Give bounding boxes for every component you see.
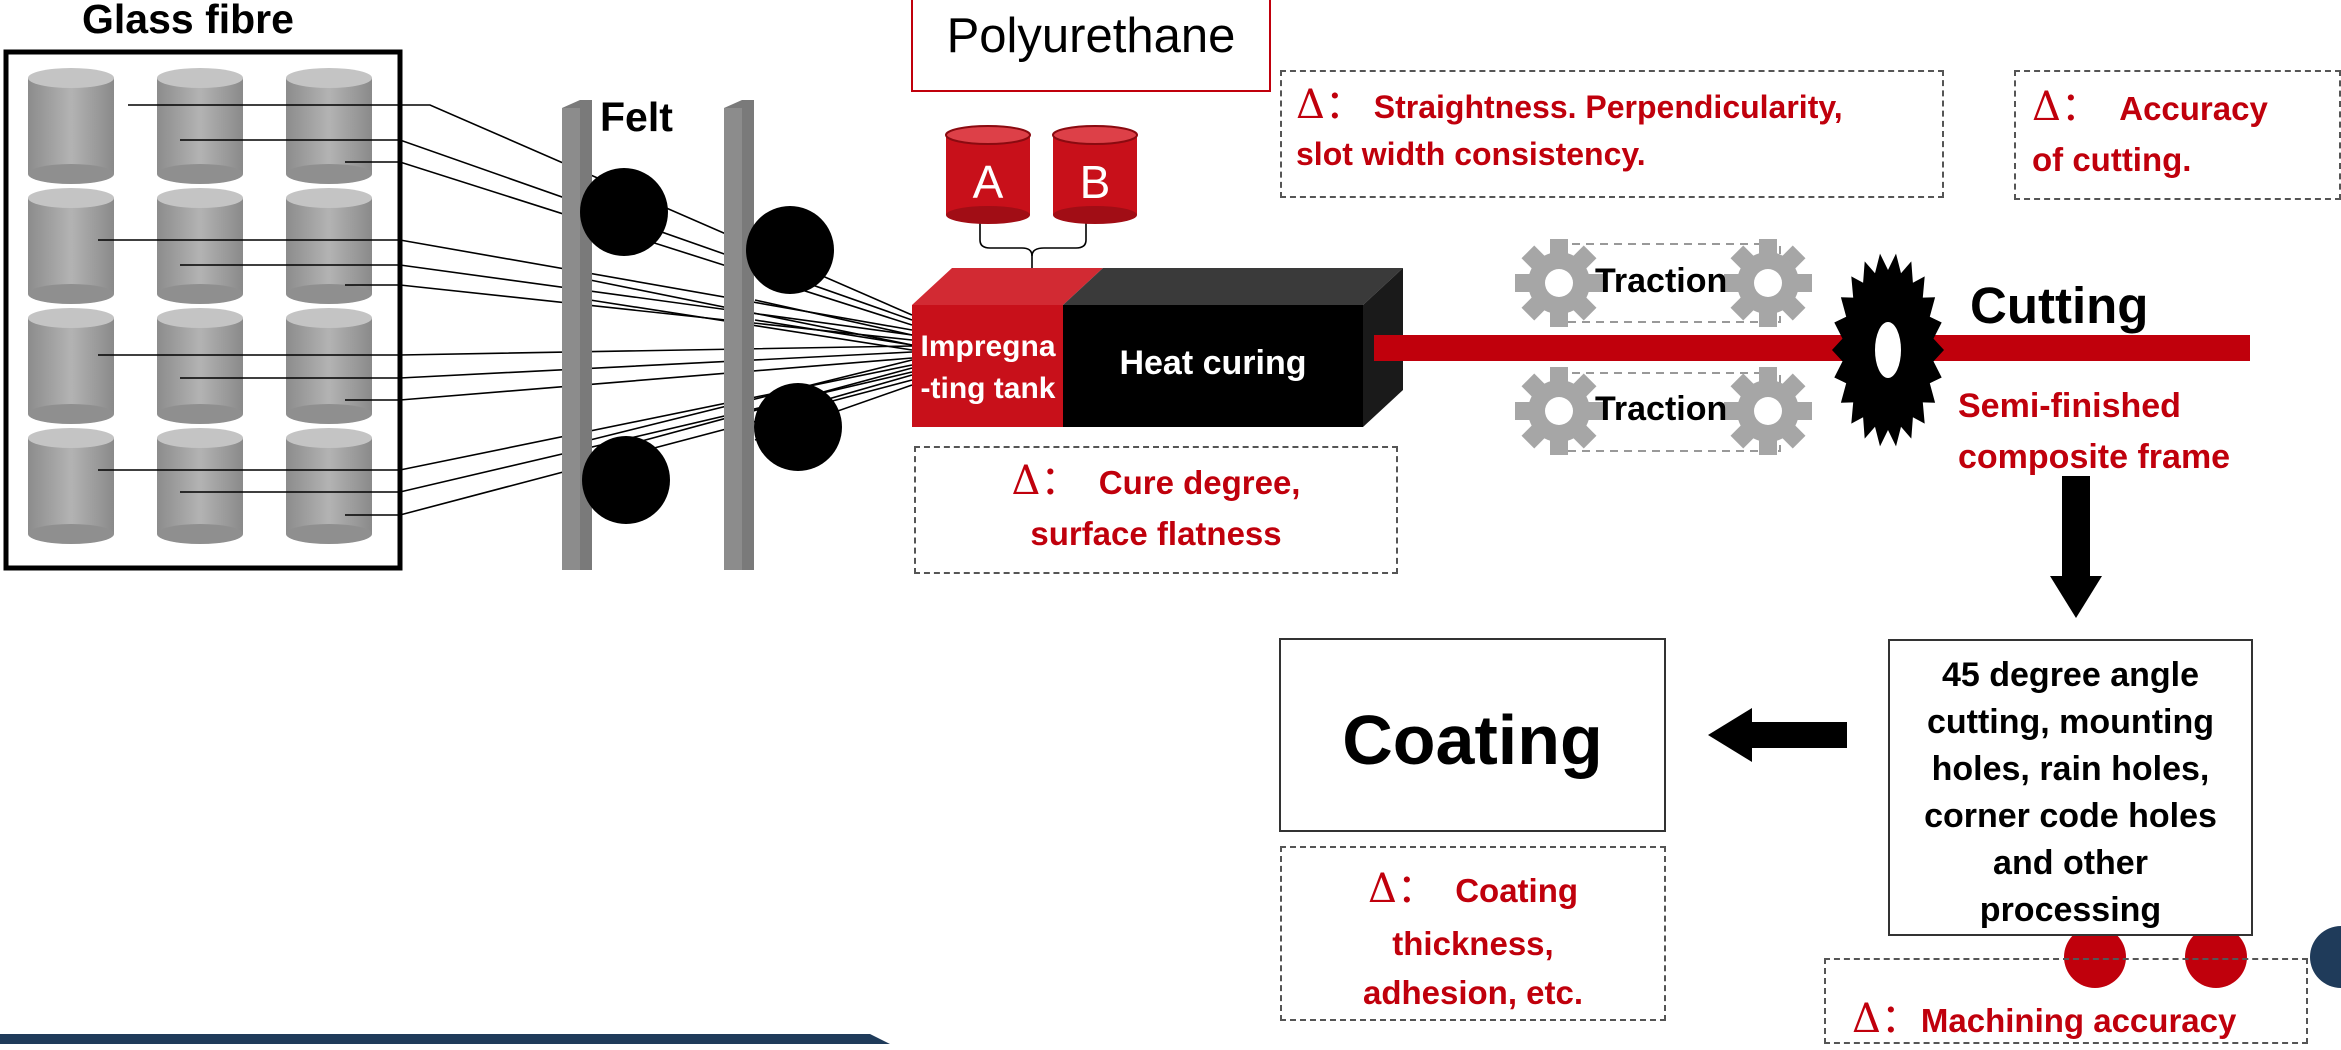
note-accuracy-line-2: of cutting. [2032,141,2192,178]
note-box-machining [1824,958,2308,1044]
note-coating-line-2: thickness, [1392,925,1554,962]
processing-line-6: processing [1979,890,2162,929]
semi-finished-line-2: composite frame [1958,438,2231,476]
processing-box [1888,639,2253,936]
processing-line-2: cutting, mounting [1926,702,2215,741]
note-straightness-line-2: slot width consistency. [1296,136,1646,172]
decor-dot-navy [2310,926,2341,988]
processing-label: 45 degree angle cutting, mounting holes,… [1888,652,2253,933]
traction-unit-bottom [1515,367,1812,455]
processing-line-5: and other [1993,843,2148,882]
guide-rollers [580,168,842,524]
felt-plate-right [724,100,754,570]
delta-icon: Δ： [2032,84,2101,130]
note-cure-line-1: Cure degree, [1098,464,1301,501]
decor-dot-red-2 [2185,926,2247,988]
processing-line-4: corner code holes [1924,796,2217,835]
coating-box [1279,638,1666,832]
heat-curing-label: Heat curing [1119,344,1307,382]
processing-line-1: 45 degree angle [1941,656,2199,694]
impregnating-line-2: -ting tank [920,372,1056,405]
note-box-cure [914,446,1398,574]
impregnating-tank [912,268,1103,427]
note-straightness: Δ： Straightness. Perpendicularity, slot … [1296,74,1843,180]
tank-a-label: A [972,156,1004,208]
impregnating-tank-label: Impregna -ting tank [912,326,1064,410]
arrow-down-icon [2050,476,2102,618]
polyurethane-box [911,0,1271,92]
note-accuracy-line-1: Accuracy [2119,90,2268,127]
cutting-label: Cutting [1970,277,2149,334]
processing-line-3: holes, rain holes, [1931,749,2210,788]
resin-feed-lines [979,222,1087,268]
delta-icon: Δ： [1367,866,1437,912]
semi-finished-label: Semi-finished composite frame [1958,381,2230,483]
polyurethane-label: Polyurethane [946,9,1236,63]
felt-label: Felt [600,94,673,140]
note-coating-line-3: adhesion, etc. [1362,974,1584,1012]
tank-b-label: B [1079,156,1111,208]
semi-finished-line-1: Semi-finished [1958,387,2181,425]
decor-dot-red-1 [2064,926,2126,988]
footer-bar [0,1034,890,1044]
impregnating-line-1: Impregna [920,330,1056,363]
delta-icon: Δ： [1296,82,1365,128]
note-cure: Δ： Cure degree, surface flatness [914,450,1398,559]
note-coating-line-1: Coating [1455,872,1579,909]
note-machining-text: Machining accuracy [1920,1002,2237,1039]
traction-unit-top [1515,239,1812,327]
delta-icon: Δ： [1852,996,1921,1042]
heat-curing-chamber [1063,268,1403,427]
note-accuracy: Δ： Accuracy of cutting. [2032,76,2268,185]
delta-icon: Δ： [1011,458,1081,504]
note-coating: Δ： Coating thickness, adhesion, etc. [1280,858,1666,1018]
tank-a [945,125,1031,224]
note-cure-line-2: surface flatness [1030,515,1282,552]
note-machining: Δ：Machining accuracy [1852,988,2236,1050]
composite-profile-bar [1374,335,2250,361]
traction-label-bottom: Traction [1595,390,1728,428]
note-box-accuracy [2014,70,2341,200]
tank-b [1052,125,1138,224]
note-straightness-line-1: Straightness. Perpendicularity, [1373,89,1843,125]
coating-label: Coating [1342,701,1603,779]
glass-fibre-label: Glass fibre [82,0,294,42]
note-box-coating [1280,846,1666,1021]
note-box-straightness [1280,70,1944,198]
arrow-left-icon [1708,708,1847,762]
saw-blade-icon [1832,253,1944,447]
traction-label-top: Traction [1595,262,1728,300]
